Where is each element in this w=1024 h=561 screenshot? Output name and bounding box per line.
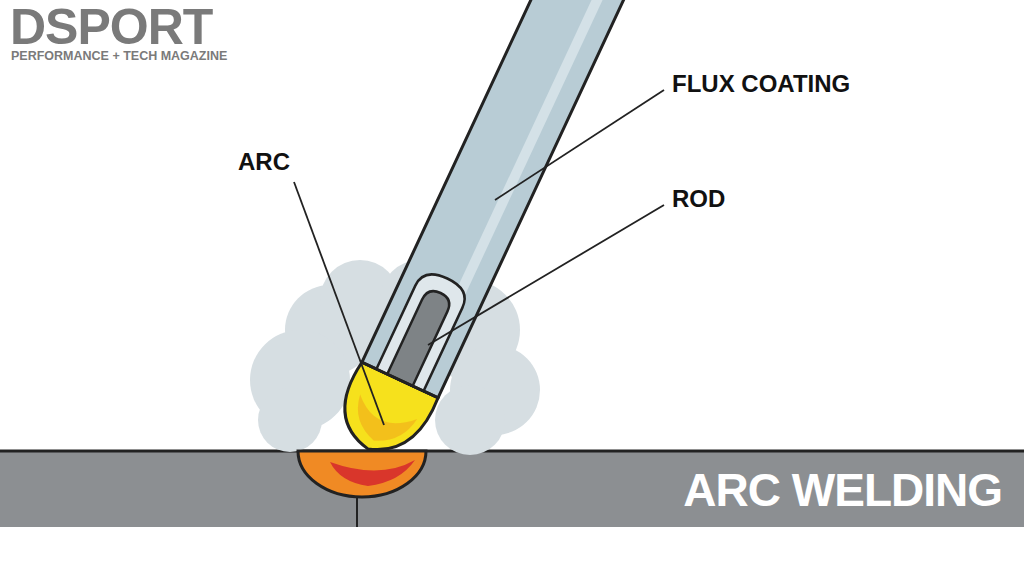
weld-pool-core <box>330 460 415 486</box>
part-label: ARC <box>238 150 290 174</box>
logo-wordmark: DSPORT <box>10 2 212 52</box>
part-label: FLUX COATING <box>672 72 850 96</box>
part-label: ROD <box>672 187 725 211</box>
arc-core <box>345 393 417 454</box>
leader-lines <box>294 90 664 425</box>
logo-tagline: PERFORMANCE + TECH MAGAZINE <box>11 50 227 63</box>
flux-cutaway <box>376 268 470 391</box>
base-metal <box>0 450 1024 527</box>
band-title: ARC WELDING <box>683 467 1002 513</box>
base-metal-band: ARC WELDING <box>0 453 1024 527</box>
weld-pool <box>298 451 426 497</box>
plate-edge <box>0 450 1024 453</box>
